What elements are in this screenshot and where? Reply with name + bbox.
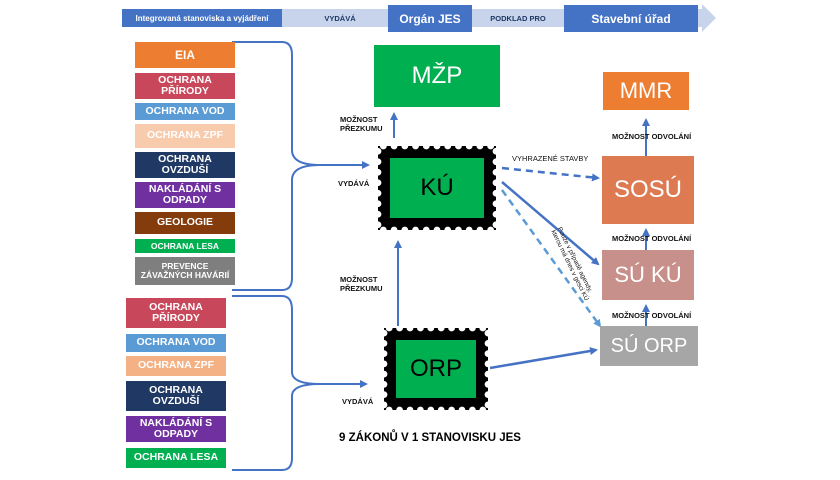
box-label: OCHRANA ZPF bbox=[146, 129, 224, 142]
odvolani-1: MOŽNOST ODVOLÁNÍ bbox=[612, 132, 692, 142]
header-right-box: Stavební úřad bbox=[564, 5, 698, 32]
top-bracket-lower bbox=[232, 164, 321, 291]
box-label: OCHRANA VOD bbox=[145, 104, 225, 117]
box-prevence: PREVENCE ZÁVAŽNÝCH HAVÁRIÍ bbox=[135, 257, 235, 285]
bottom-bracket-lower bbox=[232, 383, 321, 471]
box-label: OCHRANA PŘÍRODY bbox=[158, 73, 212, 97]
box-ochrana-vod: OCHRANA VOD bbox=[135, 103, 235, 120]
box-su-ku-label: SÚ KÚ bbox=[614, 262, 682, 288]
orp-label-box: ORP bbox=[396, 340, 476, 398]
arrow-ku-suorp bbox=[500, 189, 602, 328]
footer-title: 9 ZÁKONŮ V 1 STANOVISKU JES bbox=[290, 432, 570, 444]
box-label: OCHRANA LESA bbox=[133, 451, 219, 464]
arrow-ku-sosu bbox=[501, 166, 600, 182]
box-ochrana-zpf: OCHRANA ZPF bbox=[135, 124, 235, 148]
ku-label: KÚ bbox=[420, 174, 454, 201]
label-text: VYDÁVÁ bbox=[338, 179, 370, 188]
box-ochrana-zpf-2: OCHRANA ZPF bbox=[126, 356, 226, 376]
orp-label: ORP bbox=[409, 355, 462, 382]
box-nakladani-s-odpady: NAKLÁDÁNÍ S ODPADY bbox=[135, 182, 235, 208]
box-nakladani-s-odpady-2: NAKLÁDÁNÍ S ODPADY bbox=[126, 416, 226, 442]
box-ochrana-prirody-2: OCHRANA PŘÍRODY bbox=[126, 298, 226, 328]
vydava-orp: VYDÁVÁ bbox=[342, 397, 374, 407]
box-label: OCHRANA OVZDUŠÍ bbox=[158, 152, 212, 176]
box-label: OCHRANA LESA bbox=[150, 240, 220, 251]
arrow-ku-suku bbox=[501, 181, 600, 266]
box-mmr: MMR bbox=[603, 72, 689, 110]
header-left-label: Integrovaná stanoviska a vyjádření bbox=[122, 9, 282, 27]
box-ochrana-lesa-2: OCHRANA LESA bbox=[126, 448, 226, 468]
vyhrazene-stavby: VYHRAZENÉ STAVBY bbox=[512, 154, 589, 164]
label-text: MOŽNOST ODVOLÁNÍ bbox=[612, 311, 692, 320]
box-mzp-label: MŽP bbox=[411, 62, 463, 90]
box-eia: EIA bbox=[135, 42, 235, 68]
bottom-bracket bbox=[232, 295, 368, 388]
box-label: GEOLOGIE bbox=[156, 216, 213, 229]
box-label: PREVENCE ZÁVAŽNÝCH HAVÁRIÍ bbox=[140, 261, 230, 280]
box-ochrana-ovzdusi: OCHRANA OVZDUŠÍ bbox=[135, 152, 235, 178]
box-su-orp: SÚ ORP bbox=[600, 326, 698, 366]
label-text: MOŽNOST ODVOLÁNÍ bbox=[612, 234, 692, 243]
box-eia-label: EIA bbox=[174, 47, 195, 62]
label-text: MOŽNOST ODVOLÁNÍ bbox=[612, 132, 692, 141]
box-mmr-label: MMR bbox=[619, 78, 673, 104]
box-label: OCHRANA ZPF bbox=[137, 359, 215, 372]
header-center-text: Orgán JES bbox=[399, 11, 461, 26]
podklad-header: PODKLAD PRO bbox=[490, 13, 546, 23]
box-label: NAKLÁDÁNÍ S ODPADY bbox=[148, 182, 222, 206]
ku-label-box: KÚ bbox=[390, 158, 484, 218]
box-su-ku: SÚ KÚ bbox=[602, 250, 694, 300]
odvolani-3: MOŽNOST ODVOLÁNÍ bbox=[612, 311, 692, 321]
box-geologie: GEOLOGIE bbox=[135, 212, 235, 234]
vydava-ku: VYDÁVÁ bbox=[338, 179, 370, 189]
moznost-prezkumu-top: MOŽNOST PŘEZKUMU bbox=[340, 115, 384, 133]
header-arrow-label-1: VYDÁVÁ bbox=[300, 10, 380, 26]
odvolani-2: MOŽNOST ODVOLÁNÍ bbox=[612, 234, 692, 244]
vydava-header: VYDÁVÁ bbox=[324, 13, 356, 23]
header-left-text: Integrovaná stanoviska a vyjádření bbox=[135, 13, 269, 23]
footer-text: 9 ZÁKONŮ V 1 STANOVISKU JES bbox=[339, 432, 521, 444]
box-label: OCHRANA PŘÍRODY bbox=[149, 300, 203, 324]
box-mzp: MŽP bbox=[374, 45, 500, 107]
header-right-text: Stavební úřad bbox=[591, 11, 671, 26]
box-su-orp-label: SÚ ORP bbox=[610, 334, 688, 357]
label-text: VYHRAZENÉ STAVBY bbox=[512, 154, 589, 163]
label-text: VYDÁVÁ bbox=[342, 397, 374, 406]
arrow-orp-suorp bbox=[489, 347, 598, 370]
header-center-box: Orgán JES bbox=[388, 5, 472, 32]
header-arrow-label-2: PODKLAD PRO bbox=[474, 10, 562, 26]
label-text: MOŽNOST PŘEZKUMU bbox=[340, 275, 383, 293]
box-sosu: SOSÚ bbox=[602, 156, 694, 224]
box-ochrana-vod-2: OCHRANA VOD bbox=[126, 334, 226, 352]
box-label: OCHRANA VOD bbox=[136, 336, 216, 349]
label-text: MOŽNOST PŘEZKUMU bbox=[340, 115, 383, 133]
box-ochrana-ovzdusi-2: OCHRANA OVZDUŠÍ bbox=[126, 381, 226, 411]
box-sosu-label: SOSÚ bbox=[613, 176, 682, 204]
box-ochrana-prirody: OCHRANA PŘÍRODY bbox=[135, 73, 235, 99]
box-ochrana-lesa: OCHRANA LESA bbox=[135, 239, 235, 253]
box-label: NAKLÁDÁNÍ S ODPADY bbox=[139, 416, 213, 440]
moznost-prezkumu-bottom: MOŽNOST PŘEZKUMU bbox=[340, 275, 384, 293]
orp-stamp-icon bbox=[384, 328, 488, 410]
box-label: OCHRANA OVZDUŠÍ bbox=[149, 383, 203, 407]
ku-stamp-icon bbox=[378, 146, 496, 230]
top-bracket bbox=[232, 41, 370, 169]
